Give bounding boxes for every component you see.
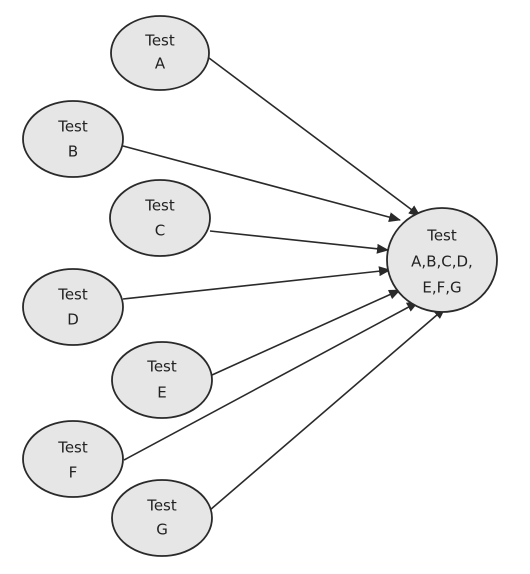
node-test-combined-line3: E,F,G [422, 279, 461, 297]
node-test-c: Test C [109, 179, 211, 257]
node-test-d: Test D [22, 268, 124, 346]
node-test-e-line1: Test [146, 358, 177, 376]
node-test-d-line2: D [67, 311, 79, 329]
edge-g-to-combined [209, 307, 446, 511]
node-test-b: Test B [22, 100, 124, 178]
edge-a-to-combined [208, 57, 421, 217]
node-test-combined-line2: A,B,C,D, [411, 253, 473, 271]
node-test-c-line2: C [155, 222, 165, 240]
node-test-a-line2: A [155, 55, 166, 73]
node-test-g: Test G [111, 479, 213, 557]
node-test-c-line1: Test [144, 197, 175, 215]
node-test-g-line1: Test [146, 497, 177, 515]
node-test-f: Test F [22, 420, 124, 498]
edge-e-to-combined [211, 289, 401, 376]
node-test-e-line2: E [157, 384, 166, 402]
node-test-b-line2: B [68, 143, 78, 161]
edge-b-to-combined [122, 145, 401, 222]
node-test-combined: Test A,B,C,D, E,F,G [386, 207, 498, 313]
edge-d-to-combined [122, 266, 391, 300]
node-test-b-line1: Test [57, 118, 88, 136]
node-test-combined-line1: Test [426, 227, 457, 245]
node-test-f-line2: F [69, 464, 78, 482]
node-test-f-line1: Test [57, 439, 88, 457]
node-test-a-line1: Test [144, 32, 175, 50]
edge-f-to-combined [123, 301, 419, 461]
edge-c-to-combined [209, 230, 389, 254]
node-test-g-line2: G [156, 521, 168, 539]
node-test-a: Test A [110, 15, 210, 91]
node-test-e: Test E [111, 341, 213, 419]
node-test-d-line1: Test [57, 286, 88, 304]
